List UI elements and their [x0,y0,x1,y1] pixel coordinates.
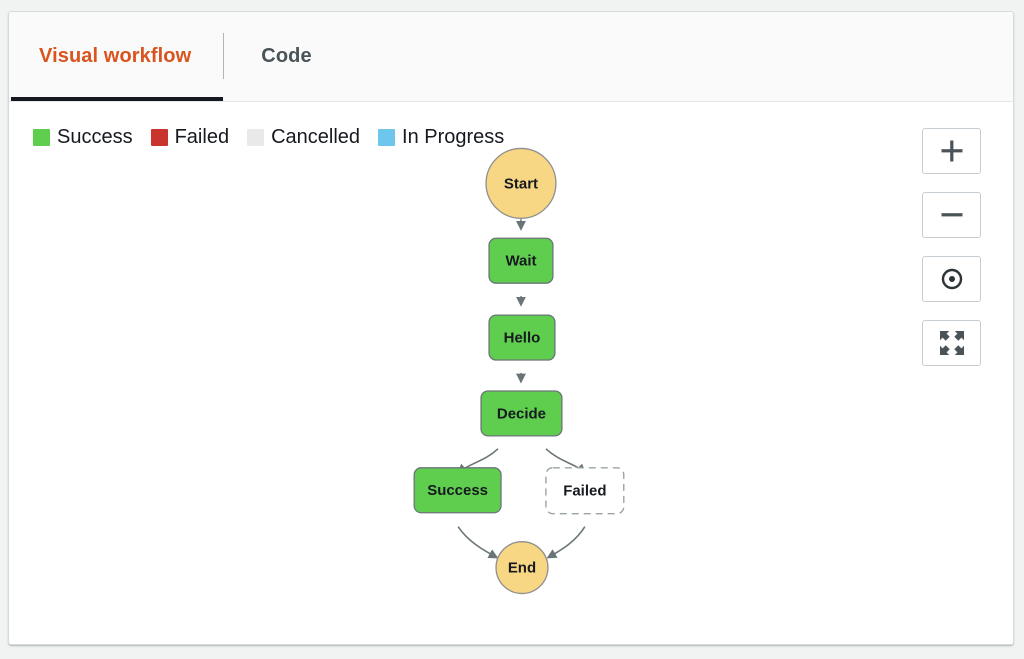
legend-label-cancelled: Cancelled [271,126,361,148]
tab-visual-workflow[interactable]: Visual workflow [9,12,224,101]
graph-nodes: Start Wait Hello Decide [413,147,625,595]
node-end-shape[interactable] [495,541,549,595]
tab-list: Visual workflow Code [9,12,342,101]
edge-failed-end [546,526,586,559]
legend-label-success: Success [57,126,133,148]
legend-item-success: Success [33,126,133,149]
center-button[interactable] [922,256,981,302]
node-failed-shape[interactable] [545,467,625,515]
node-success-shape[interactable] [413,467,502,514]
node-decide[interactable]: Decide [480,390,563,437]
legend-label-failed: Failed [174,126,230,148]
legend-item-failed: Failed [150,126,230,149]
tab-code-label: Code [261,44,312,67]
node-success[interactable]: Success [413,467,502,514]
legend-item-cancelled: Cancelled [247,126,360,149]
tab-visual-workflow-label: Visual workflow [39,44,192,67]
canvas-controls [922,128,981,366]
node-start[interactable]: Start [485,147,557,219]
node-wait-shape[interactable] [488,237,554,284]
node-failed[interactable]: Failed [545,467,625,515]
node-hello[interactable]: Hello [488,314,556,361]
node-decide-shape[interactable] [480,390,563,437]
tab-code[interactable]: Code [224,12,341,101]
workflow-graph[interactable]: Start Wait Hello Decide [9,102,1013,644]
edge-success-end [457,526,499,559]
node-wait[interactable]: Wait [488,237,554,284]
legend-swatch-success-icon [33,129,50,146]
workflow-card: Visual workflow Code Success Failed [8,11,1014,645]
legend-swatch-in-progress-icon [378,129,396,146]
legend-label-in-progress: In Progress [402,126,505,148]
status-legend: Success Failed Cancelled In Progress [33,126,504,149]
node-start-shape[interactable] [485,147,557,219]
legend-item-in-progress: In Progress [378,126,504,149]
tab-bar: Visual workflow Code [9,12,1013,102]
legend-swatch-failed-icon [150,129,168,146]
fullscreen-button[interactable] [922,320,981,366]
fullscreen-icon [939,331,964,355]
tab-divider [223,33,225,79]
zoom-out-button[interactable] [922,192,981,238]
node-end[interactable]: End [495,541,549,595]
legend-swatch-cancelled-icon [247,129,265,146]
plus-icon [941,140,962,162]
zoom-in-button[interactable] [922,128,981,174]
workflow-canvas[interactable]: Success Failed Cancelled In Progress [9,102,1013,644]
target-icon [941,268,962,290]
node-hello-shape[interactable] [488,314,556,361]
minus-icon [941,213,962,217]
